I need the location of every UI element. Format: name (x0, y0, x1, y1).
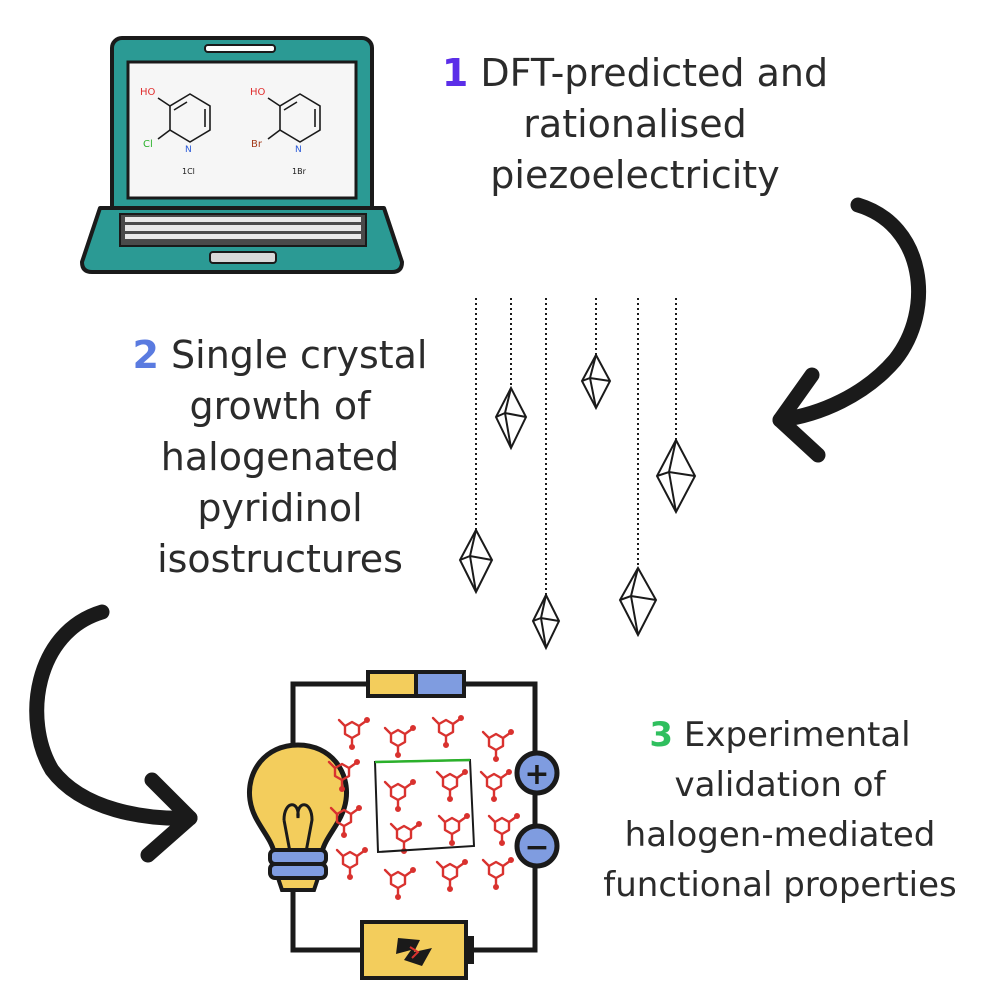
crystal-3 (531, 298, 561, 651)
molecule-2-n-label: N (295, 145, 302, 155)
molecule-1br: HO Br N 1Br (250, 87, 321, 176)
circuit-illustration: + − (246, 670, 560, 980)
step-3-number: 3 (649, 715, 674, 755)
laptop-touchpad (209, 251, 277, 264)
arrow-step2-to-step3 (29, 604, 198, 863)
plus-label: + (524, 757, 549, 792)
molecule-1-oh-label: HO (140, 87, 156, 98)
positive-terminal: + (514, 750, 560, 796)
keyboard-keys (125, 217, 361, 239)
lightning-icon (396, 938, 432, 966)
step-2-number: 2 (132, 333, 159, 377)
battery (360, 920, 474, 980)
step-3-text: 3 Experimental validation of halogen-med… (570, 710, 990, 910)
step-1-line-1: 1 DFT-predicted and (441, 51, 829, 95)
crystal-2 (494, 298, 528, 451)
molecule-2-oh-label: HO (250, 87, 266, 98)
minus-label: − (524, 830, 549, 865)
molecule-1cl: HO Cl N 1Cl (140, 87, 211, 176)
step-2-line-4: pyridinol (197, 486, 363, 530)
crystal-6 (655, 298, 697, 515)
molecule-1-n-label: N (185, 145, 192, 155)
step-3-line-2: validation of (674, 765, 886, 805)
step-2-line-2: growth of (189, 384, 371, 428)
step-1-line-3: piezoelectricity (490, 153, 780, 197)
crystal-5 (618, 298, 658, 638)
step-3-line-3: halogen-mediated (624, 815, 936, 855)
molecule-1-halogen-label: Cl (143, 139, 153, 150)
laptop-illustration: HO Cl N 1Cl HO Br N 1Br (80, 36, 404, 274)
step-2-line-5: isostructures (157, 537, 403, 581)
laptop-camera (204, 44, 276, 53)
step-3-line-1: 3 Experimental (649, 715, 911, 755)
step-2-line-1: 2 Single crystal (132, 333, 428, 377)
step-2-text: 2 Single crystal growth of halogenated p… (70, 330, 490, 585)
light-bulb-icon (246, 742, 350, 892)
molecule-2-halogen-label: Br (251, 139, 263, 150)
unit-cell (373, 758, 476, 854)
crystal-1 (458, 298, 494, 595)
molecule-2-compound-label: 1Br (292, 167, 307, 176)
step-2-line-3: halogenated (160, 435, 400, 479)
hanging-crystals (458, 298, 697, 651)
arrow-step1-to-step2 (772, 197, 927, 463)
laptop-display (126, 60, 358, 200)
top-resistor (366, 670, 466, 698)
molecule-1-compound-label: 1Cl (182, 167, 195, 176)
crystal-lattice (327, 715, 520, 900)
negative-terminal: − (514, 823, 560, 869)
step-3-line-4: functional properties (603, 865, 957, 905)
crystal-4 (580, 298, 612, 411)
step-1-text: 1 DFT-predicted and rationalised piezoel… (400, 48, 870, 201)
step-1-number: 1 (441, 51, 469, 95)
step-1-line-2: rationalised (523, 102, 747, 146)
